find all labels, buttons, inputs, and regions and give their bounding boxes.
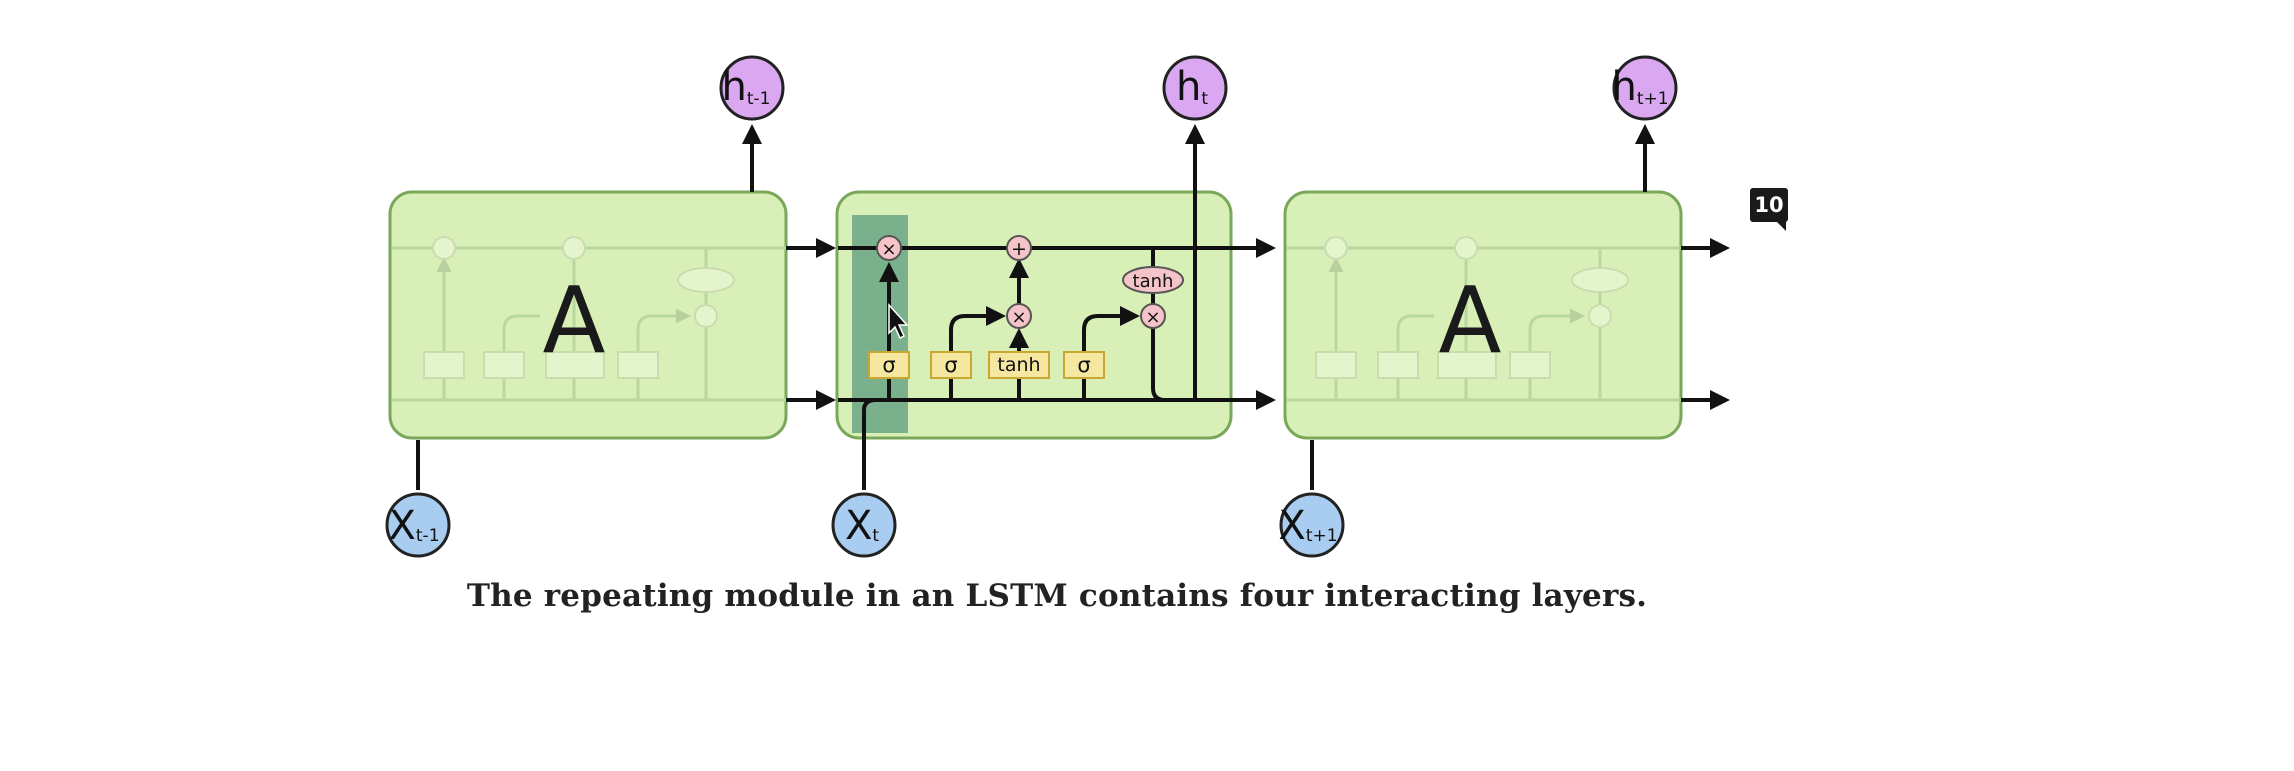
svg-text:+: +: [1011, 238, 1027, 260]
gate-output: σ: [1063, 351, 1105, 379]
svg-text:Xt: Xt: [845, 503, 879, 549]
output-h-t-sub: t: [1201, 89, 1208, 109]
gate-output-label: σ: [1077, 353, 1090, 377]
input-x-t+1-main: X: [1278, 503, 1305, 549]
output-node-h-t-1: ht-1: [719, 55, 785, 121]
gate-candidate: tanh: [988, 351, 1050, 379]
output-h-t-1-sub: t-1: [747, 89, 771, 109]
faded-gates-right: [1315, 236, 1629, 379]
cell-middle-wires: [838, 124, 1276, 490]
output-node-h-t: ht: [1162, 55, 1228, 121]
input-x-t-1-main: X: [388, 503, 415, 549]
svg-text:×: ×: [1011, 307, 1026, 328]
svg-text:ht-1: ht-1: [722, 64, 771, 110]
svg-text:Xt-1: Xt-1: [388, 503, 439, 549]
cell-left-label: A: [543, 267, 606, 374]
cell-right: A: [1283, 190, 1683, 440]
comment-count-badge[interactable]: 10: [1750, 188, 1788, 231]
input-node-x-t+1: Xt+1: [1278, 492, 1345, 558]
op-forget-multiply: ×: [876, 235, 902, 261]
svg-text:ht+1: ht+1: [1611, 64, 1668, 110]
output-h-t+1-sub: t+1: [1637, 89, 1669, 109]
faded-gates-left: [423, 236, 735, 379]
cell-left: A: [388, 190, 788, 440]
output-node-h-t+1: ht+1: [1611, 55, 1678, 121]
inter-cell-arrows: [416, 124, 1730, 490]
gate-forget: σ: [868, 351, 910, 379]
op-add: +: [1006, 235, 1032, 261]
figure-caption: The repeating module in an LSTM contains…: [466, 578, 1648, 614]
output-h-t-1-main: h: [722, 64, 747, 110]
svg-text:Xt+1: Xt+1: [1278, 503, 1337, 549]
output-h-t+1-main: h: [1611, 64, 1636, 110]
input-x-t-main: X: [845, 503, 872, 549]
input-node-x-t-1: Xt-1: [385, 492, 451, 558]
gate-candidate-label: tanh: [997, 354, 1040, 376]
input-x-t-1-sub: t-1: [416, 526, 440, 546]
output-h-t-main: h: [1176, 64, 1201, 110]
op-output-multiply: ×: [1140, 303, 1166, 329]
op-input-multiply: ×: [1006, 303, 1032, 329]
gate-input-label: σ: [944, 353, 957, 377]
mouse-cursor-icon: [888, 303, 909, 340]
op-cell-tanh: tanh: [1122, 266, 1184, 294]
svg-text:×: ×: [1145, 307, 1160, 328]
input-node-x-t: Xt: [831, 492, 897, 558]
svg-text:×: ×: [881, 239, 896, 260]
svg-text:tanh: tanh: [1133, 271, 1174, 292]
input-x-t-sub: t: [872, 526, 879, 546]
cell-middle: σ σ tanh σ × + × ×: [835, 124, 1276, 490]
input-x-t+1-sub: t+1: [1306, 526, 1338, 546]
gate-forget-label: σ: [882, 353, 895, 377]
cell-right-label: A: [1439, 267, 1502, 374]
svg-text:ht: ht: [1176, 64, 1208, 110]
faded-internals-right: [1287, 246, 1681, 402]
gate-input: σ: [930, 351, 972, 379]
